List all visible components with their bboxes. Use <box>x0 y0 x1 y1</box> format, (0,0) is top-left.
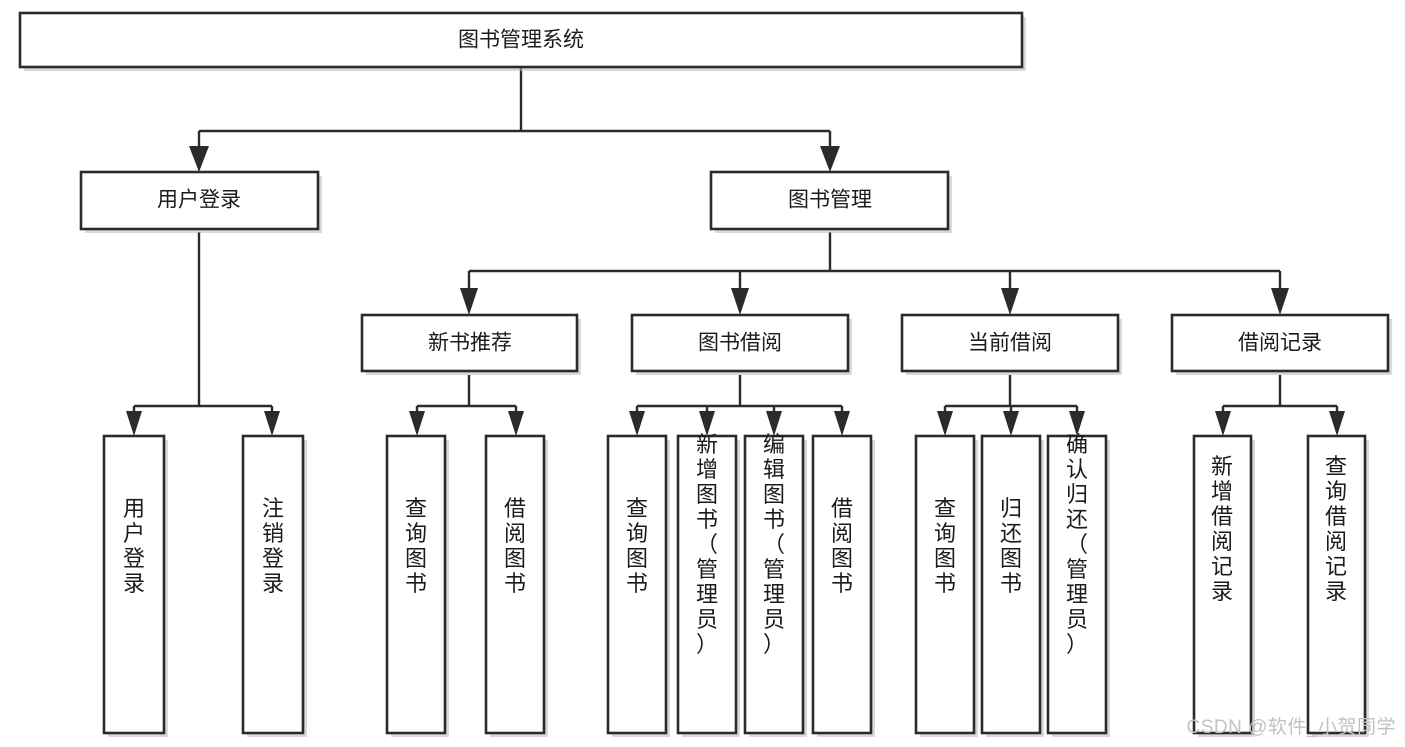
node-current-borrow-label: 当前借阅 <box>968 332 1052 355</box>
arrowhead-leaf-return-book <box>1003 411 1019 436</box>
leaf-add-book-admin-rect[interactable] <box>676 434 738 735</box>
arrowhead-leaf-query-book-1 <box>409 411 425 436</box>
arrowhead-current-borrow <box>1001 288 1019 315</box>
leaf-query-book-3[interactable]: 查询图书 <box>914 434 978 737</box>
leaf-add-borrow-record-rect[interactable] <box>1192 434 1253 735</box>
arrowhead-leaf-query-borrow-record <box>1329 411 1345 436</box>
node-user-login-rect[interactable] <box>79 170 320 231</box>
leaf-user-login-label: 用户登录 <box>123 496 145 596</box>
leaf-query-book-1-rect[interactable] <box>385 434 447 735</box>
node-book-borrow[interactable]: 图书借阅 <box>630 313 852 375</box>
leaf-user-login-rect[interactable] <box>102 434 166 735</box>
arrowhead-leaf-edit-book-admin <box>766 411 782 436</box>
leaf-confirm-return-admin[interactable]: 确认归还（管理员） <box>1046 432 1110 737</box>
arrowhead-leaf-query-book-3 <box>937 411 953 436</box>
arrowhead-leaf-add-book-admin <box>699 411 715 436</box>
arrowhead-leaf-confirm-return-admin <box>1069 411 1085 436</box>
leaf-query-book-2-rect[interactable] <box>606 434 668 735</box>
connector-group-book-borrow <box>629 375 850 436</box>
connector-group-root <box>189 67 840 172</box>
arrowhead-leaf-query-book-2 <box>629 411 645 436</box>
arrowhead-leaf-user-login <box>126 411 142 436</box>
node-book-management[interactable]: 图书管理 <box>709 170 952 233</box>
leaf-query-book-1-label: 查询图书 <box>405 496 427 596</box>
leaf-confirm-return-admin-label: 确认归还（管理员） <box>1066 432 1088 657</box>
leaf-query-borrow-record-rect[interactable] <box>1306 434 1367 735</box>
node-new-book-recommend-rect[interactable] <box>360 313 579 373</box>
arrowhead-leaf-borrow-book-2 <box>834 411 850 436</box>
node-book-management-label: 图书管理 <box>788 189 872 212</box>
arrowhead-book-borrow <box>731 288 749 315</box>
node-borrow-record-label: 借阅记录 <box>1238 332 1322 355</box>
leaf-return-book[interactable]: 归还图书 <box>980 434 1044 737</box>
leaf-query-book-3-label: 查询图书 <box>934 496 956 596</box>
node-root-rect[interactable] <box>18 11 1024 69</box>
connector-group-book-management <box>460 232 1289 315</box>
leaf-add-borrow-record-label: 新增借阅记录 <box>1211 454 1233 604</box>
leaf-logout-login[interactable]: 注销登录 <box>241 434 307 737</box>
connector-group-user-login <box>126 232 280 436</box>
connector-group-borrow-record <box>1215 375 1345 436</box>
leaf-query-borrow-record-label: 查询借阅记录 <box>1325 454 1347 604</box>
node-user-login-label: 用户登录 <box>157 189 241 212</box>
leaf-query-book-1[interactable]: 查询图书 <box>385 434 449 737</box>
node-user-login[interactable]: 用户登录 <box>79 170 322 233</box>
leaf-borrow-book-2-rect[interactable] <box>811 434 873 735</box>
node-new-book-recommend-label: 新书推荐 <box>428 332 512 355</box>
leaf-logout-login-label: 注销登录 <box>262 496 284 596</box>
csdn-watermark: CSDN @软件_小贺同学 <box>1187 716 1396 738</box>
leaf-return-book-rect[interactable] <box>980 434 1042 735</box>
arrowhead-leaf-logout-login <box>264 411 280 436</box>
leaf-add-book-admin-label: 新增图书（管理员） <box>696 432 718 657</box>
leaf-borrow-book-1-rect[interactable] <box>484 434 546 735</box>
arrowhead-borrow-record <box>1271 288 1289 315</box>
arrowhead-user-login <box>189 146 209 172</box>
node-new-book-recommend[interactable]: 新书推荐 <box>360 313 581 375</box>
node-book-management-rect[interactable] <box>709 170 950 231</box>
arrowhead-leaf-add-borrow-record <box>1215 411 1231 436</box>
node-borrow-record[interactable]: 借阅记录 <box>1170 313 1392 375</box>
leaf-query-borrow-record[interactable]: 查询借阅记录 <box>1306 434 1369 737</box>
leaf-query-book-2-label: 查询图书 <box>626 496 648 596</box>
leaf-add-book-admin[interactable]: 新增图书（管理员） <box>676 432 740 737</box>
arrowhead-new-book-recommend <box>460 288 478 315</box>
leaf-query-book-2[interactable]: 查询图书 <box>606 434 670 737</box>
node-book-borrow-label: 图书借阅 <box>698 332 782 355</box>
leaf-borrow-book-1-label: 借阅图书 <box>504 496 526 596</box>
node-current-borrow[interactable]: 当前借阅 <box>900 313 1122 375</box>
leaf-borrow-book-1[interactable]: 借阅图书 <box>484 434 548 737</box>
leaf-query-book-3-rect[interactable] <box>914 434 976 735</box>
arrowhead-book-management <box>820 146 840 172</box>
leaf-edit-book-admin-rect[interactable] <box>743 434 805 735</box>
leaf-edit-book-admin-label: 编辑图书（管理员） <box>763 432 785 657</box>
node-root-label: 图书管理系统 <box>458 29 584 52</box>
connector-group-current-borrow <box>937 375 1085 436</box>
leaf-user-login[interactable]: 用户登录 <box>102 434 168 737</box>
arrowhead-leaf-borrow-book-1 <box>508 411 524 436</box>
leaf-borrow-book-2-label: 借阅图书 <box>831 496 853 596</box>
leaf-confirm-return-admin-rect[interactable] <box>1046 434 1108 735</box>
leaf-add-borrow-record[interactable]: 新增借阅记录 <box>1192 434 1255 737</box>
leaf-borrow-book-2[interactable]: 借阅图书 <box>811 434 875 737</box>
node-root-system[interactable]: 图书管理系统 <box>18 11 1026 71</box>
node-borrow-record-rect[interactable] <box>1170 313 1390 373</box>
connector-group-new-book-recommend <box>409 375 524 436</box>
leaf-return-book-label: 归还图书 <box>1000 496 1022 596</box>
node-current-borrow-rect[interactable] <box>900 313 1120 373</box>
leaf-edit-book-admin[interactable]: 编辑图书（管理员） <box>743 432 807 737</box>
node-book-borrow-rect[interactable] <box>630 313 850 373</box>
leaf-logout-login-rect[interactable] <box>241 434 305 735</box>
